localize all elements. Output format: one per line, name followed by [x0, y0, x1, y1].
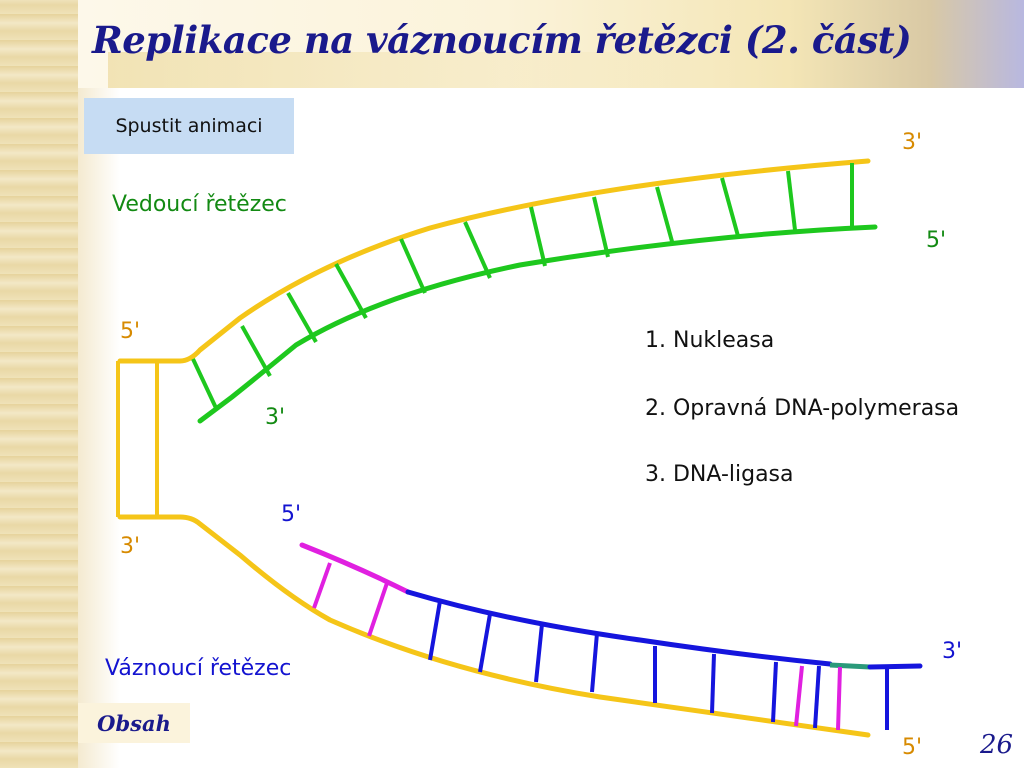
end-label-bottom-right-new: 3' — [942, 639, 963, 664]
leading-strand-rungs — [191, 163, 854, 409]
end-label-lagging-new-start: 5' — [281, 502, 302, 527]
end-label-top-right-template: 3' — [902, 130, 923, 155]
slide-title: Replikace na váznoucím řetězci (2. část) — [92, 18, 912, 62]
upper-template-strand — [117, 158, 871, 364]
step-ligase: 3. DNA-ligasa — [645, 462, 794, 487]
end-label-bottom-right-template: 5' — [902, 735, 923, 760]
rna-primer-segment — [299, 542, 411, 595]
page-number: 26 — [980, 730, 1014, 760]
end-label-left-bottom: 3' — [120, 534, 141, 559]
title-banner — [78, 0, 1024, 88]
primer-rungs — [312, 562, 389, 637]
start-animation-button[interactable]: Spustit animaci — [84, 98, 294, 154]
end-label-top-right-new: 5' — [926, 228, 947, 253]
end-label-leading-new: 3' — [265, 405, 286, 430]
left-texture-strip — [0, 0, 78, 768]
repair-rungs — [794, 665, 842, 731]
banner-shade — [108, 52, 708, 88]
lagging-strand-rungs — [428, 600, 889, 730]
step-nuclease: 1. Nukleasa — [645, 328, 775, 353]
ligase-gap — [829, 662, 871, 670]
lower-template-strand — [117, 514, 871, 738]
lagging-new-strand-end — [867, 663, 923, 670]
step-repair-polymerase: 2. Opravná DNA-polymerasa — [645, 396, 960, 421]
lagging-new-strand — [405, 589, 833, 667]
lagging-strand-label: Váznoucí řetězec — [105, 656, 292, 681]
contents-button[interactable]: Obsah — [78, 703, 190, 743]
leading-strand-label: Vedoucí řetězec — [112, 192, 287, 217]
end-label-left-top: 5' — [120, 319, 141, 344]
leading-new-strand — [197, 224, 878, 424]
